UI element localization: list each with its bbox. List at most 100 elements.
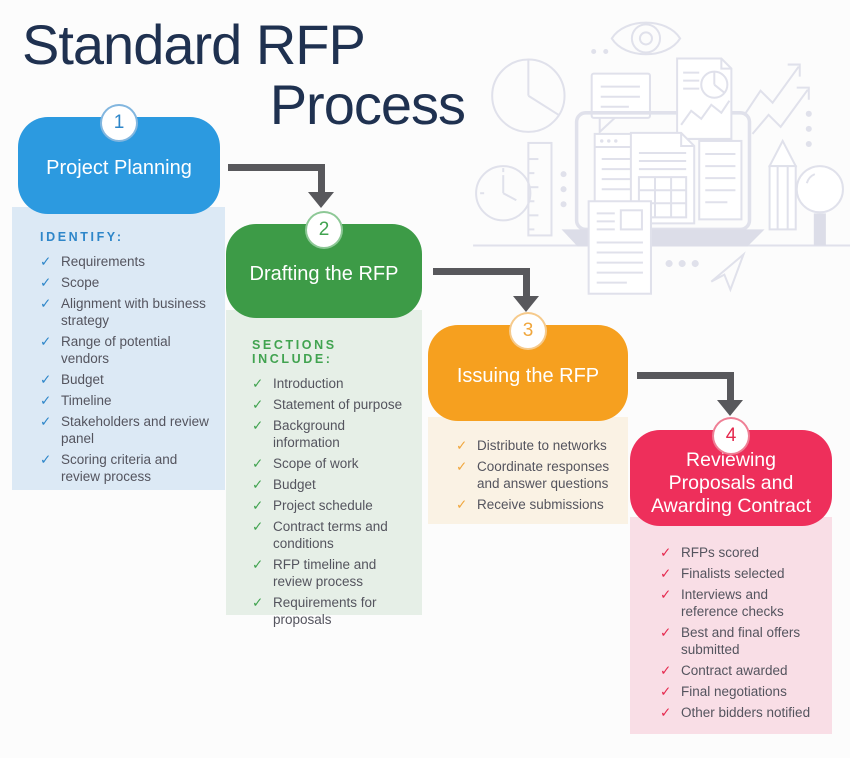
page-title-line-1: Standard RFP — [22, 13, 366, 76]
check-icon: ✓ — [40, 334, 52, 349]
check-icon: ✓ — [40, 372, 52, 387]
step-3-number: 3 — [522, 320, 534, 341]
checklist-item: ✓ Range of potential vendors — [40, 333, 211, 367]
step-2-checklist: ✓Introduction✓Statement of purpose✓Backg… — [252, 375, 410, 628]
checklist-item: ✓Statement of purpose — [252, 396, 410, 413]
checklist-item: ✓ Introduction — [252, 375, 410, 392]
checklist-item: ✓Contract terms and conditions — [252, 518, 410, 552]
step-2-box: 2 Drafting the RFP — [226, 211, 422, 318]
dots-pair — [591, 48, 609, 55]
magnifier-icon — [795, 165, 844, 246]
checklist-item-label: Best and final offers submitted — [681, 625, 801, 657]
background-illustration — [473, 21, 850, 295]
arrowhead-icon — [308, 192, 334, 208]
check-icon: ✓ — [660, 625, 672, 640]
checklist-item: ✓ Background information — [252, 417, 410, 451]
step-3-checklist: ✓Distribute to networks✓Coordinate respo… — [456, 437, 622, 513]
text-document-icon — [698, 139, 743, 221]
checklist-item: ✓ Scoring criteria and review process — [40, 451, 211, 485]
dots-column-left — [560, 171, 567, 208]
arrow-step1-to-step2 — [228, 164, 338, 214]
step-1-checklist: ✓Requirements✓Scope✓Alignment with busin… — [40, 253, 211, 485]
checklist-item-label: Distribute to networks — [477, 438, 607, 453]
checklist-item-label: Introduction — [273, 376, 344, 391]
checklist-item: ✓ Budget — [40, 371, 211, 388]
checklist-item: ✓Requirements for proposals — [252, 594, 410, 628]
cursor-icon — [710, 251, 746, 293]
checklist-item: ✓Distribute to networks — [456, 437, 622, 454]
eye-icon — [610, 21, 682, 56]
step-2-number-badge: 2 — [305, 211, 343, 249]
page-title: Standard RFP Process — [22, 13, 466, 134]
arrow-step2-to-step3 — [433, 268, 543, 318]
checklist-item-label: Scoring criteria and review process — [61, 452, 178, 484]
check-icon: ✓ — [252, 498, 264, 513]
trend-arrow-icon — [743, 63, 810, 135]
checklist-item-label: Scope — [61, 275, 100, 290]
checklist-item-label: Interviews and reference checks — [681, 587, 784, 619]
checklist-item: ✓Scope of work — [252, 455, 410, 472]
checklist-item: ✓ Finalists selected — [660, 565, 824, 582]
checklist-item-label: Timeline — [61, 393, 112, 408]
checklist-item: ✓ Contract awarded — [660, 662, 824, 679]
checklist-item-label: Budget — [273, 477, 316, 492]
check-icon: ✓ — [660, 566, 672, 581]
checklist-item: ✓ Receive submissions — [456, 496, 622, 513]
article-document-icon — [587, 200, 652, 295]
step-3-title: Issuing the RFP — [456, 364, 600, 387]
check-icon: ✓ — [252, 477, 264, 492]
step-3-box: 3 Issuing the RFP — [428, 312, 628, 421]
step-1-checklist-panel: IDENTIFY: ✓Requirements✓Scope✓Alignment … — [12, 207, 225, 490]
checklist-item: ✓Coordinate responses and answer questio… — [456, 458, 622, 492]
checklist-item-label: Project schedule — [273, 498, 373, 513]
check-icon: ✓ — [660, 545, 672, 560]
checklist-item-label: RFPs scored — [681, 545, 760, 560]
checklist-item-label: Budget — [61, 372, 104, 387]
pencil-icon — [767, 138, 798, 231]
checklist-item-label: Other bidders notified — [681, 705, 811, 720]
check-icon: ✓ — [660, 587, 672, 602]
step-4-number-badge: 4 — [712, 417, 750, 455]
checklist-item-label: Receive submissions — [477, 497, 604, 512]
check-icon: ✓ — [456, 497, 468, 512]
check-icon: ✓ — [252, 557, 264, 572]
check-icon: ✓ — [252, 397, 264, 412]
checklist-item: ✓ Scope — [40, 274, 211, 291]
check-icon: ✓ — [40, 254, 52, 269]
check-icon: ✓ — [660, 663, 672, 678]
report-document-icon — [676, 57, 733, 140]
check-icon: ✓ — [660, 705, 672, 720]
checklist-item: ✓Requirements — [40, 253, 211, 270]
checklist-item: ✓Stakeholders and review panel — [40, 413, 211, 447]
dots-row — [665, 260, 699, 268]
checklist-item: ✓ RFP timeline and review process — [252, 556, 410, 590]
checklist-item-label: Final negotiations — [681, 684, 787, 699]
dots-column-right — [805, 110, 812, 147]
checklist-item: ✓ Interviews and reference checks — [660, 586, 824, 620]
step-1-title: Project Planning — [46, 157, 192, 179]
checklist-item-label: Background information — [273, 418, 346, 450]
step-2-number: 2 — [318, 219, 330, 240]
pie-chart-icon — [491, 58, 566, 133]
step-4-box: 4 Reviewing Proposals and Awarding Contr… — [630, 417, 832, 526]
checklist-item: ✓ RFPs scored — [660, 544, 824, 561]
check-icon: ✓ — [40, 275, 52, 290]
checklist-item-label: Contract awarded — [681, 663, 788, 678]
check-icon: ✓ — [252, 418, 264, 433]
check-icon: ✓ — [252, 519, 264, 534]
step-4-checklist-panel: ✓ RFPs scored ✓ Finalists selected ✓ Intervie… — [630, 517, 832, 734]
arrowhead-icon — [717, 400, 743, 416]
clock-icon — [475, 165, 532, 222]
check-icon: ✓ — [40, 393, 52, 408]
check-icon: ✓ — [660, 684, 672, 699]
checklist-item: ✓ Other bidders notified — [660, 704, 824, 721]
check-icon: ✓ — [40, 452, 52, 467]
checklist-item-label: RFP timeline and review process — [273, 557, 377, 589]
checklist-item-label: Finalists selected — [681, 566, 785, 581]
checklist-item-label: Range of potential vendors — [61, 334, 171, 366]
checklist-item: ✓ Timeline — [40, 392, 211, 409]
ruler-icon — [527, 141, 553, 237]
check-icon: ✓ — [252, 376, 264, 391]
check-icon: ✓ — [456, 459, 468, 474]
step-1-checklist-header: IDENTIFY: — [40, 230, 124, 244]
